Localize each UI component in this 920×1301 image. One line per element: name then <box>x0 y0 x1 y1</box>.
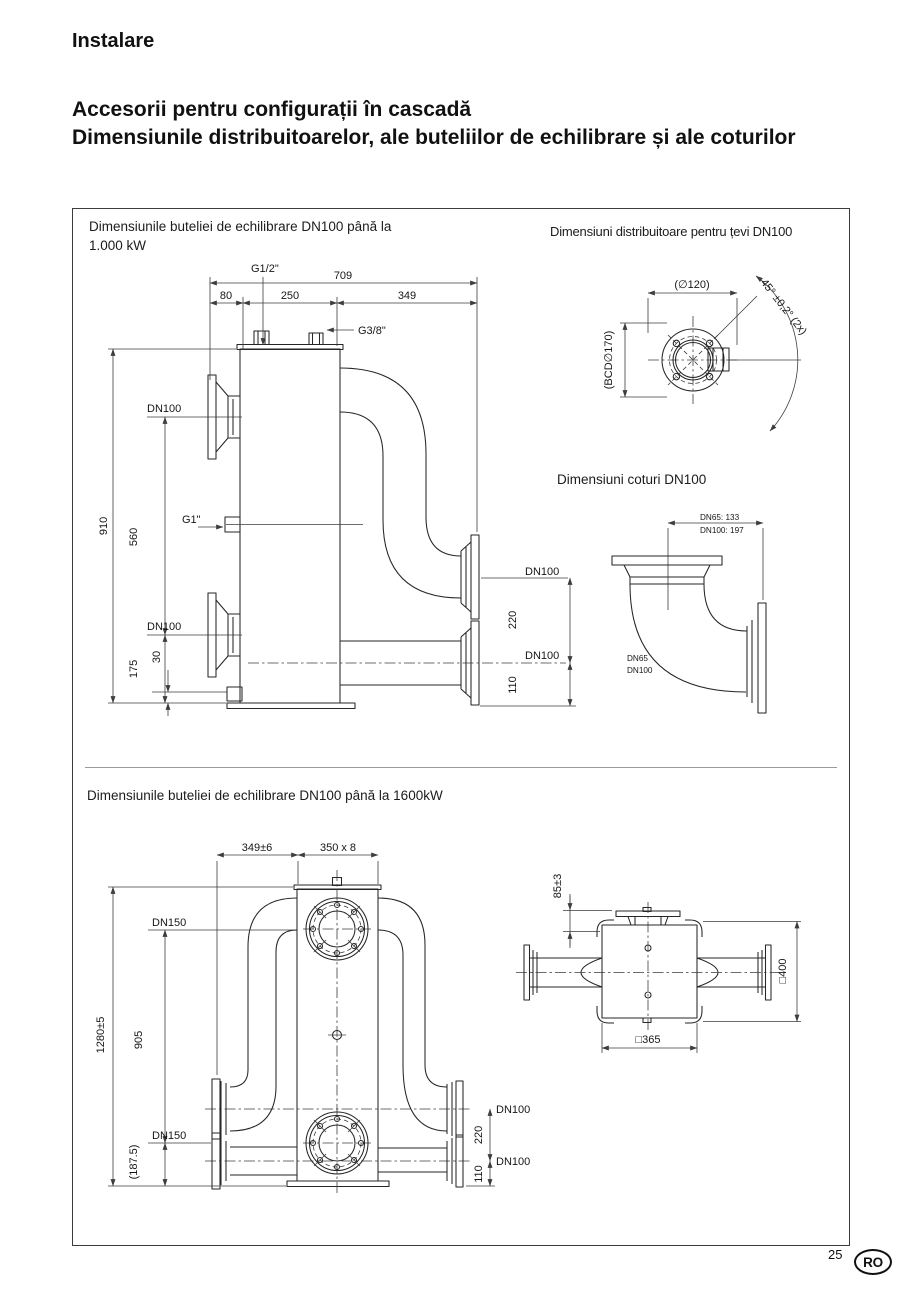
dim-dn100-197-label: DN100: 197 <box>700 526 744 535</box>
dim-bcd170-label: (BCD∅170) <box>603 331 615 390</box>
left-pipe-inner <box>229 929 298 1132</box>
dim-560-label: 560 <box>128 528 140 546</box>
dim-angle-label: 45° ±0,2° (2x) <box>758 277 809 338</box>
port-dn100-top-label: DN100 <box>496 1104 530 1116</box>
dim-349p6-label: 349±6 <box>242 842 273 854</box>
flange-outer-circle <box>661 328 725 392</box>
fitting-g38 <box>308 332 324 346</box>
vessel2-base-plate <box>286 1180 390 1188</box>
port-dn100-right-top-label: DN100 <box>525 566 559 578</box>
dim-dia120-label: (∅120) <box>674 279 709 291</box>
page-number: 25 <box>828 1247 843 1262</box>
s-pipe-outer <box>339 367 462 557</box>
elbow-right-flange <box>746 602 767 714</box>
flange-right-top <box>460 534 480 620</box>
bolt-circle <box>669 336 717 384</box>
angle-arc <box>755 275 799 432</box>
drawing-distribuitor: (∅120) (BCD∅170) 45° ±0,2° (2x) <box>603 275 809 432</box>
drawing-butelie-1000: 709 80 250 349 G1/2" G3/8" G1" 910 560 1… <box>98 263 576 716</box>
dim-250-label: 250 <box>281 290 299 302</box>
section-heading: Accesorii pentru configurații în cascadă… <box>72 96 844 152</box>
dim-910-label: 910 <box>98 517 110 535</box>
dim-85p3-label: 85±3 <box>552 874 564 898</box>
port-dn100-left-bottom-label: DN100 <box>147 621 181 633</box>
caption-butelie-1600: Dimensiunile buteliei de echilibrare DN1… <box>87 788 443 803</box>
flange-centerlines <box>648 316 740 404</box>
dim-sq400-label: □400 <box>777 959 789 984</box>
flange-dn100-right-upper <box>446 1080 464 1138</box>
vessel2-bottom-flange-circle <box>305 1111 369 1175</box>
country-badge-text: RO <box>863 1254 883 1270</box>
dim-220b-label: 220 <box>473 1126 485 1144</box>
flange-dn150-left-upper <box>211 1078 227 1140</box>
thread-g1-label: G1" <box>182 514 201 526</box>
fitting-g12 <box>253 330 270 346</box>
caption-butelie-1000: Dimensiunile buteliei de echilibrare DN1… <box>89 217 489 255</box>
caption-distribuitor: Dimensiuni distribuitoare pentru țevi DN… <box>550 224 793 239</box>
dim-30-label: 30 <box>151 651 163 663</box>
port-dn100-bottom-label: DN100 <box>496 1156 530 1168</box>
vessel2-top-view <box>516 902 788 1030</box>
dim-110-label: 110 <box>507 676 519 694</box>
dim-349-label: 349 <box>398 290 416 302</box>
elbow-inner-wall <box>703 583 748 632</box>
port-dn100-left-top-label: DN100 <box>147 403 181 415</box>
figure-frame <box>72 208 850 1246</box>
vessel-base-plate <box>226 702 356 710</box>
page-title: Instalare <box>72 30 155 52</box>
dim-350x8-label: 350 x 8 <box>320 842 356 854</box>
figure-divider <box>85 767 837 768</box>
right-lower-pipe <box>378 1147 447 1173</box>
dim-sq365-label: □365 <box>636 1034 661 1046</box>
elbow-dn100-label: DN100 <box>627 666 653 675</box>
port-dn150-top-label: DN150 <box>152 917 186 929</box>
flange-side-stub <box>707 347 730 372</box>
dim-dn65-133-label: DN65: 133 <box>700 513 740 522</box>
vessel2-top-flange-circle <box>305 897 369 961</box>
right-pipe-inner <box>377 929 448 1132</box>
left-pipe-outer <box>229 897 298 1088</box>
elbow-outer-wall <box>629 583 747 693</box>
elbow-dn65-label: DN65 <box>627 654 648 663</box>
dim-1280-label: 1280±5 <box>95 1017 107 1054</box>
dim-220-label: 220 <box>507 611 519 629</box>
caption-butelie-1000-line2: 1.000 kW <box>89 238 147 253</box>
dim-905-label: 905 <box>133 1031 145 1049</box>
dim-175-label: 175 <box>128 660 140 678</box>
dim-1875-label: (187.5) <box>128 1145 140 1180</box>
drawing-butelie-1600: 349±6 350 x 8 1280±5 905 (187.5) DN150 D… <box>95 842 801 1193</box>
flange-dn100-right-lower <box>446 1134 464 1188</box>
caption-coturi: Dimensiuni coturi DN100 <box>557 472 707 487</box>
flange-bore-circle <box>674 341 712 379</box>
vessel-top-plate <box>236 343 344 351</box>
dim-80-label: 80 <box>220 290 232 302</box>
dim-110b-label: 110 <box>473 1165 485 1183</box>
s-pipe-inner <box>339 411 462 599</box>
elbow-top-flange <box>611 555 723 566</box>
port-dn150-bottom-label: DN150 <box>152 1130 186 1142</box>
flange-dn150-left-lower <box>211 1132 227 1190</box>
thread-g12-label: G1/2" <box>251 263 279 275</box>
right-pipe-outer <box>377 897 448 1088</box>
dim-709-label: 709 <box>334 270 352 282</box>
left-lower-pipe <box>230 1146 297 1176</box>
section-heading-line2: Dimensiunile distribuitoarelor, ale bute… <box>72 126 796 149</box>
drawing-coturi: DN65: 133 DN100: 197 DN65 DN100 <box>611 513 767 714</box>
caption-butelie-1000-line1: Dimensiunile buteliei de echilibrare DN1… <box>89 219 392 234</box>
vessel-body <box>239 348 341 704</box>
section-heading-line1: Accesorii pentru configurații în cascadă <box>72 98 472 121</box>
country-badge: RO <box>854 1249 892 1275</box>
thread-g38-label: G3/8" <box>358 325 386 337</box>
port-dn100-right-bottom-label: DN100 <box>525 650 559 662</box>
fitting-drain <box>226 686 243 702</box>
